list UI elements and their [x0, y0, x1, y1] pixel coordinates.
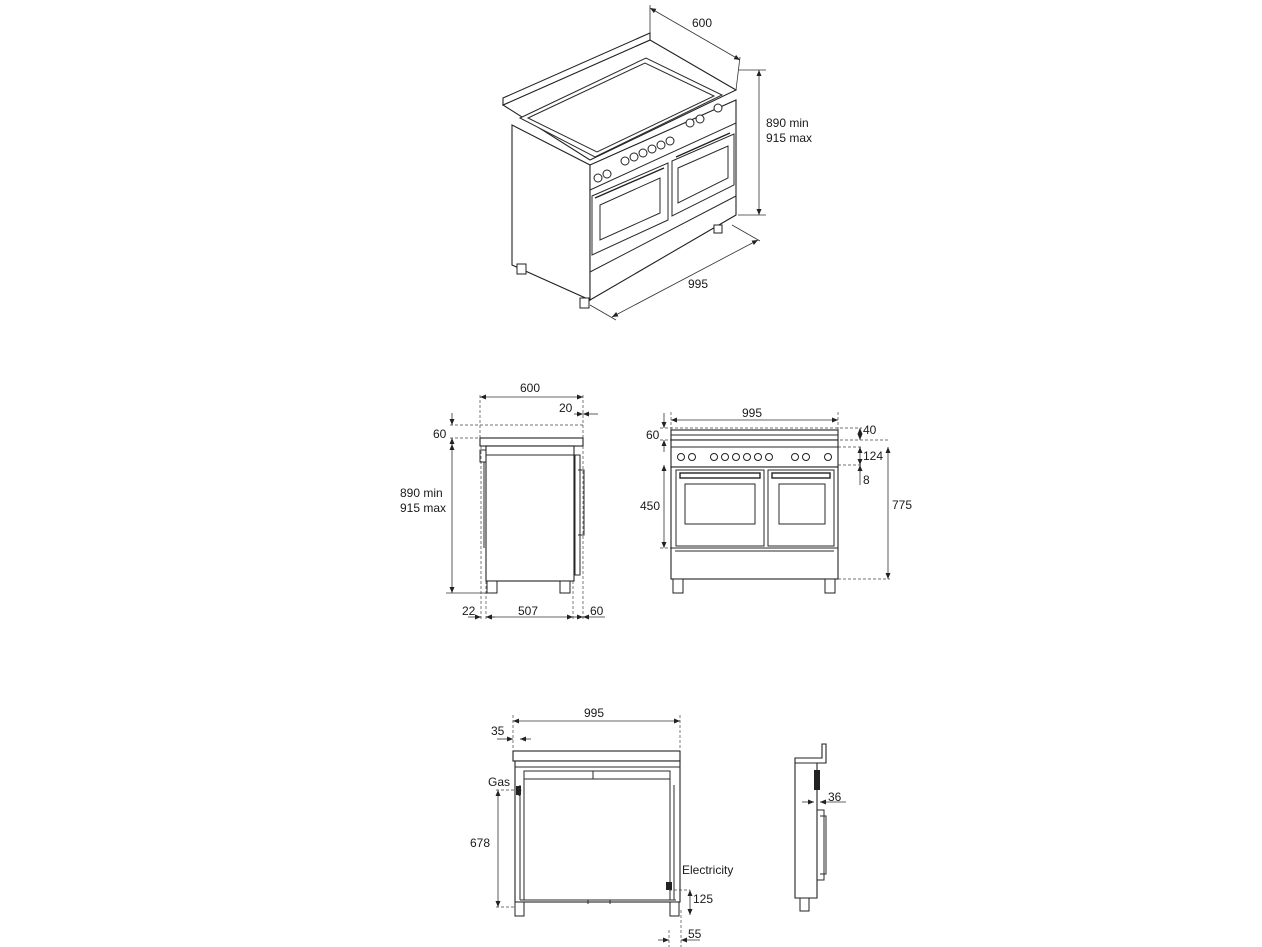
side-height-min-label: 890 min: [400, 486, 443, 500]
iso-width-label: 995: [688, 277, 708, 291]
back-body: [514, 760, 681, 903]
front-control-panel: [670, 439, 839, 468]
back-cooktop: [512, 750, 681, 762]
iso-knobs: [593, 103, 723, 183]
iso-height-min-label: 890 min: [766, 116, 809, 130]
iso-oven-door-right: [671, 133, 735, 217]
front-oven-height-label: 450: [640, 499, 660, 513]
side-rear-offset-label: 60: [590, 604, 604, 618]
detail-side-view: 36: [794, 743, 846, 912]
front-oven-left: [675, 469, 765, 547]
side-height-max-label: 915 max: [400, 501, 446, 515]
front-top-height-label: 60: [646, 428, 660, 442]
front-panel-label: 124: [863, 449, 883, 463]
side-cooktop: [479, 437, 584, 447]
detail-depth-label: 36: [828, 790, 842, 804]
gas-label: Gas: [488, 775, 510, 789]
back-side-offset-label: 35: [491, 724, 505, 738]
iso-oven-door-left: [591, 162, 669, 256]
front-upstand-label: 40: [863, 423, 877, 437]
iso-depth-label: 600: [692, 16, 712, 30]
back-electricity-height-label: 125: [693, 892, 713, 906]
side-foot-offset-label: 22: [462, 604, 476, 618]
electricity-connector: [666, 882, 672, 890]
isometric-view: 600 890 min 915 max 995: [501, 5, 812, 321]
front-oven-top-label: 775: [892, 498, 912, 512]
side-top-height-label: 60: [433, 427, 447, 441]
side-depth-label: 600: [520, 381, 540, 395]
side-top-offset-label: 20: [559, 401, 573, 415]
side-view: 600 20 60 890 min 915 max 22 507 60: [400, 381, 605, 620]
front-width-label: 995: [742, 406, 762, 420]
back-gas-height-label: 678: [470, 836, 490, 850]
detail-connector: [814, 770, 820, 790]
side-body-depth-label: 507: [518, 604, 538, 618]
gas-connector: [516, 786, 521, 795]
back-width-label: 995: [584, 706, 604, 720]
front-view: 995 60 40 124 8 450 775: [640, 406, 912, 594]
back-electricity-offset-label: 55: [688, 927, 702, 941]
side-body: [485, 445, 575, 582]
electricity-label: Electricity: [682, 863, 733, 877]
iso-height-max-label: 915 max: [766, 131, 812, 145]
front-gap-label: 8: [863, 473, 870, 487]
back-view: 995 35 Gas 678 Electricity 125 55: [470, 706, 733, 947]
front-knobs: [677, 453, 832, 461]
front-oven-right: [767, 469, 835, 547]
